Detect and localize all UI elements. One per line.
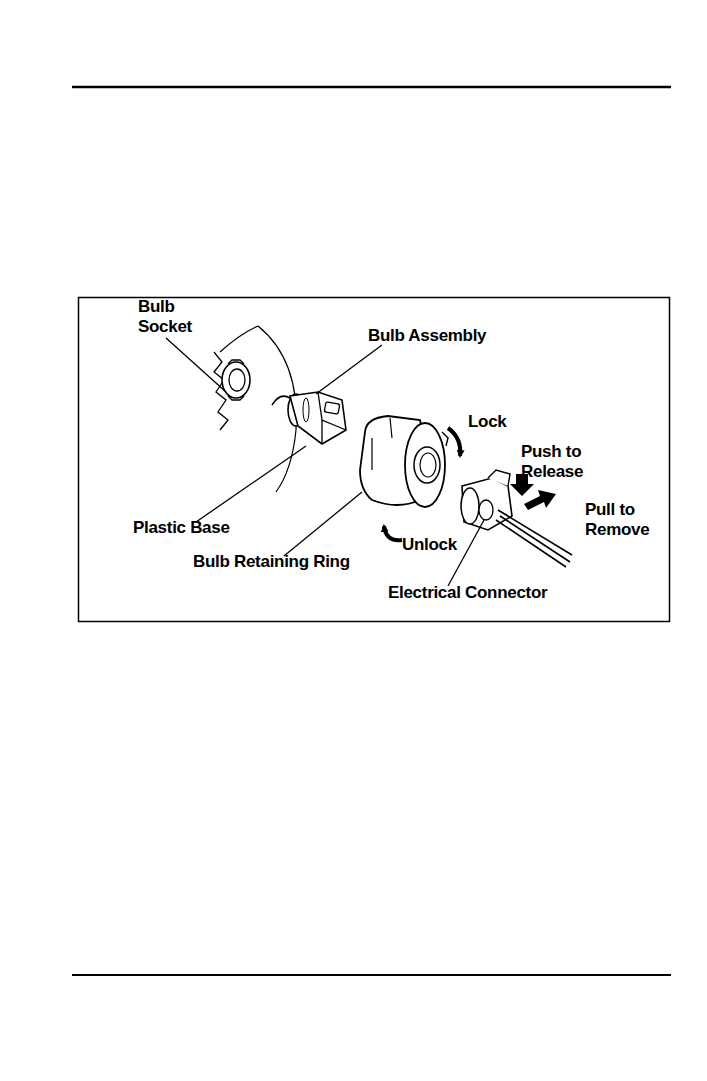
lock-arrow	[448, 428, 460, 456]
leader-line	[284, 492, 362, 556]
part-label: Pull to Remove	[585, 500, 659, 540]
bottom-rule	[72, 974, 671, 976]
pull-arrow	[524, 490, 556, 510]
bulb-socket	[222, 360, 250, 400]
electrical-connector	[461, 470, 572, 567]
part-label: Lock	[468, 412, 528, 432]
part-label: Plastic Base	[133, 518, 263, 538]
part-label: Bulb Assembly	[368, 326, 508, 346]
part-label: Bulb Socket	[138, 297, 202, 337]
figure-frame	[79, 298, 670, 622]
part-label: Push to Release	[521, 442, 599, 482]
leader-line	[166, 338, 226, 392]
housing-outline	[220, 326, 258, 352]
bulb-retaining-ring	[360, 416, 448, 507]
leader-line	[196, 446, 306, 522]
part-label: Bulb Retaining Ring	[193, 552, 383, 572]
top-rule	[72, 86, 671, 89]
leader-line	[316, 345, 382, 394]
part-label: Unlock	[402, 535, 472, 555]
part-label: Electrical Connector	[388, 583, 588, 603]
bulb-assembly	[272, 392, 346, 444]
unlock-arrow	[384, 526, 402, 540]
